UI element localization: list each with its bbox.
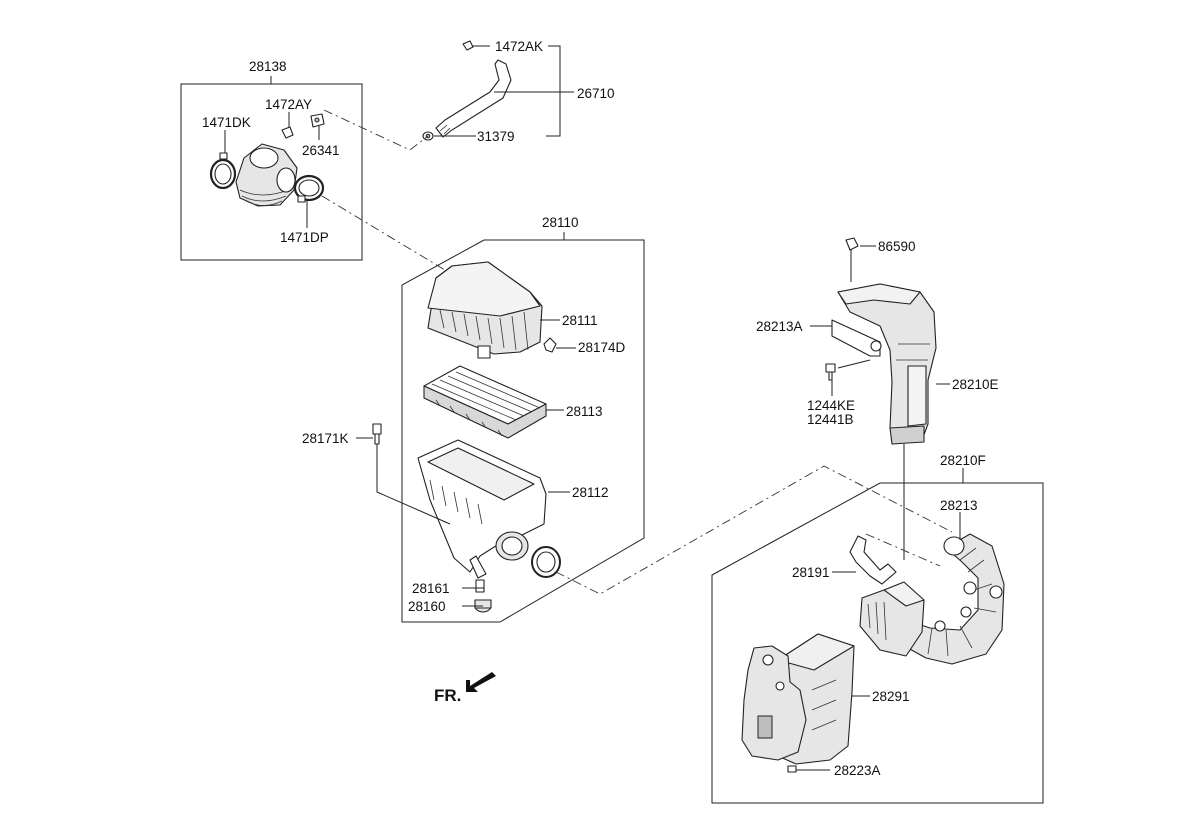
label-1472AK: 1472AK bbox=[495, 39, 543, 54]
label-28213A: 28213A bbox=[756, 319, 803, 334]
label-1472AY: 1472AY bbox=[265, 97, 312, 112]
label-28138: 28138 bbox=[249, 59, 287, 74]
air-duct-28210E bbox=[837, 283, 937, 445]
clip-86590 bbox=[845, 237, 859, 282]
air-cleaner-body-28112 bbox=[417, 439, 547, 579]
label-28111: 28111 bbox=[562, 313, 598, 328]
label-26710: 26710 bbox=[577, 86, 615, 101]
breather-hose-26710 bbox=[435, 59, 512, 138]
resonator-28291 bbox=[741, 633, 855, 765]
label-28110: 28110 bbox=[542, 215, 579, 230]
bushing-28161 bbox=[475, 579, 485, 593]
front-direction-arrow-icon bbox=[466, 672, 496, 692]
duct-inlet-28210F bbox=[859, 581, 925, 657]
bolt-28171K bbox=[372, 423, 382, 445]
label-1471DP: 1471DP bbox=[280, 230, 329, 245]
label-28112: 28112 bbox=[572, 485, 609, 500]
hose-28191 bbox=[849, 535, 897, 585]
label-1244KE: 1244KE bbox=[807, 398, 855, 413]
clamp-1471DP bbox=[293, 174, 325, 203]
label-28191: 28191 bbox=[792, 565, 830, 580]
label-28291: 28291 bbox=[872, 689, 910, 704]
label-28113: 28113 bbox=[566, 404, 603, 419]
label-31379: 31379 bbox=[477, 129, 515, 144]
resonator-hose-28210F bbox=[905, 533, 1005, 665]
bolt-1244KE bbox=[825, 363, 836, 381]
label-28174D: 28174D bbox=[578, 340, 626, 355]
fitting-26341 bbox=[310, 113, 325, 128]
bracket-28213A bbox=[831, 319, 882, 357]
label-86590: 86590 bbox=[878, 239, 916, 254]
screw-28223A bbox=[787, 765, 797, 773]
front-direction-label: FR. bbox=[434, 686, 461, 705]
air-filter-28113 bbox=[423, 365, 547, 439]
clip-28174D bbox=[543, 337, 557, 353]
hose-clip-1472AK bbox=[462, 40, 474, 51]
clip-1472AY bbox=[281, 126, 294, 139]
label-28160: 28160 bbox=[408, 599, 446, 614]
label-28161: 28161 bbox=[412, 581, 450, 596]
label-28213: 28213 bbox=[940, 498, 978, 513]
group-box-28210F bbox=[711, 482, 1044, 804]
air-cleaner-cover-28111 bbox=[427, 261, 543, 359]
label-28223A: 28223A bbox=[834, 763, 881, 778]
label-26341: 26341 bbox=[302, 143, 340, 158]
label-28210F: 28210F bbox=[940, 453, 986, 468]
group-box-28110 bbox=[401, 239, 645, 623]
throttle-hose-28138 bbox=[235, 143, 298, 207]
label-12441B: 12441B bbox=[807, 412, 854, 427]
label-28210E: 28210E bbox=[952, 377, 999, 392]
clamp-1471DK bbox=[209, 152, 237, 190]
label-28171K: 28171K bbox=[302, 431, 349, 446]
label-1471DK: 1471DK bbox=[202, 115, 251, 130]
ring-grommet bbox=[531, 546, 561, 578]
